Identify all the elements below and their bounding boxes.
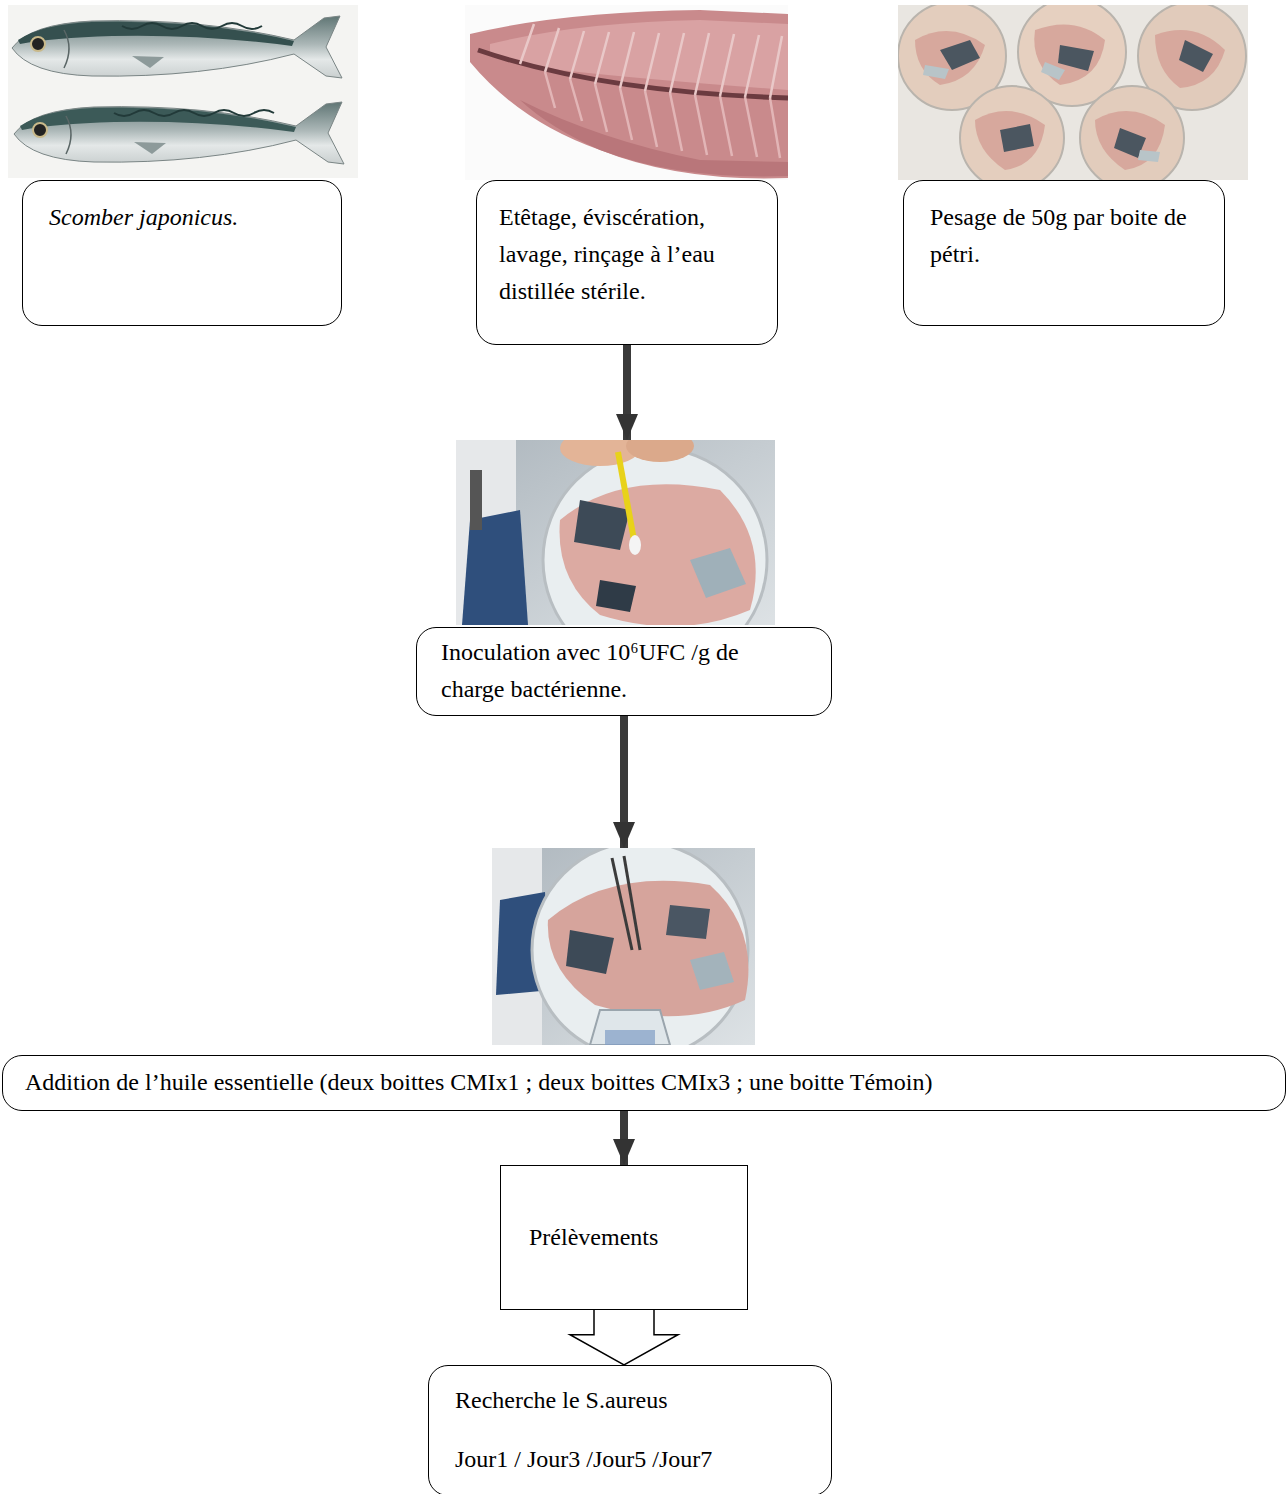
box-text: Recherche le S.aureus (455, 1382, 805, 1419)
block-arrow (570, 1310, 678, 1365)
fish-photo (8, 5, 358, 178)
process-box: Etêtage, éviscération, lavage, rinçage à… (476, 180, 778, 345)
box-text: Etêtage, éviscération, lavage, rinçage à… (499, 199, 755, 311)
flow-arrow (620, 1111, 628, 1165)
box-text: Inoculation avec 10⁶UFC /g de charge bac… (441, 634, 761, 708)
box-text: Scomber japonicus. (49, 199, 315, 236)
process-box: Inoculation avec 10⁶UFC /g de charge bac… (416, 627, 832, 716)
box-text: Addition de l’huile essentielle (deux bo… (25, 1064, 1263, 1101)
flow-arrow (623, 345, 631, 440)
step-group: Addition de l’huile essentielle (deux bo… (2, 848, 1286, 1111)
step-group: Inoculation avec 10⁶UFC /g de charge bac… (416, 440, 832, 716)
inoculation-photo (456, 440, 775, 625)
callout-box: Prélèvements (500, 1165, 748, 1310)
box-text: Prélèvements (529, 1219, 719, 1256)
box-subtext: Jour1 / Jour3 /Jour5 /Jour7 (455, 1441, 805, 1478)
flow-arrow (620, 716, 628, 848)
species-box: Scomber japonicus. (22, 180, 342, 326)
box-text: Pesage de 50g par boite de pétri. (930, 199, 1198, 273)
result-box: Recherche le S.aureusJour1 / Jour3 /Jour… (428, 1365, 832, 1494)
essential-oil-photo (492, 848, 755, 1045)
petri-dishes-photo (898, 5, 1248, 180)
fillet-photo (465, 5, 788, 180)
process-box: Pesage de 50g par boite de pétri. (903, 180, 1225, 326)
process-box: Addition de l’huile essentielle (deux bo… (2, 1055, 1286, 1111)
